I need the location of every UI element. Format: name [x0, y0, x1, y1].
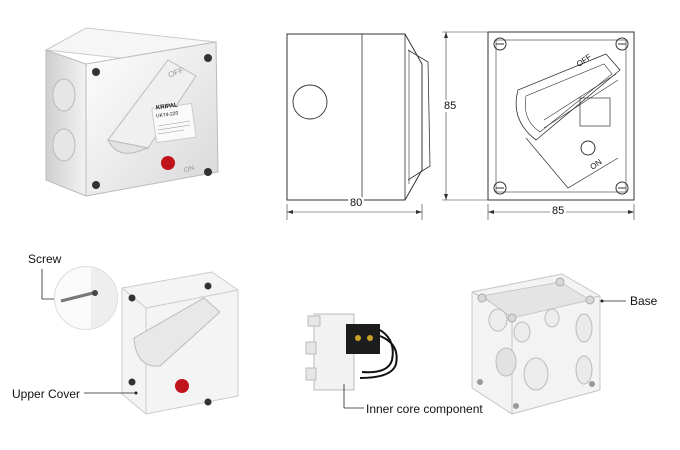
base-leader: [600, 299, 626, 303]
product-photo: KRIPAL UK74-220 OFF ON: [38, 20, 238, 200]
screw-label: Screw: [28, 252, 62, 266]
front-view-drawing: 85 85 OFF ON: [440, 20, 640, 220]
inner-core-leader: [343, 384, 364, 409]
inner-core-image: [300, 300, 420, 400]
upper-cover-leader: [84, 391, 138, 395]
screw-detail-circle: [54, 266, 118, 330]
front-width-dimension: 85: [550, 205, 567, 217]
base-image: [466, 270, 606, 420]
front-height-dimension: 85: [444, 100, 457, 112]
inner-core-label: Inner core component: [366, 402, 483, 416]
side-width-dimension: 80: [348, 197, 365, 209]
upper-cover-label: Upper Cover: [12, 387, 81, 401]
upper-cover-image: [112, 268, 242, 418]
base-label: Base: [630, 294, 658, 308]
side-view-drawing: 80: [280, 20, 440, 220]
